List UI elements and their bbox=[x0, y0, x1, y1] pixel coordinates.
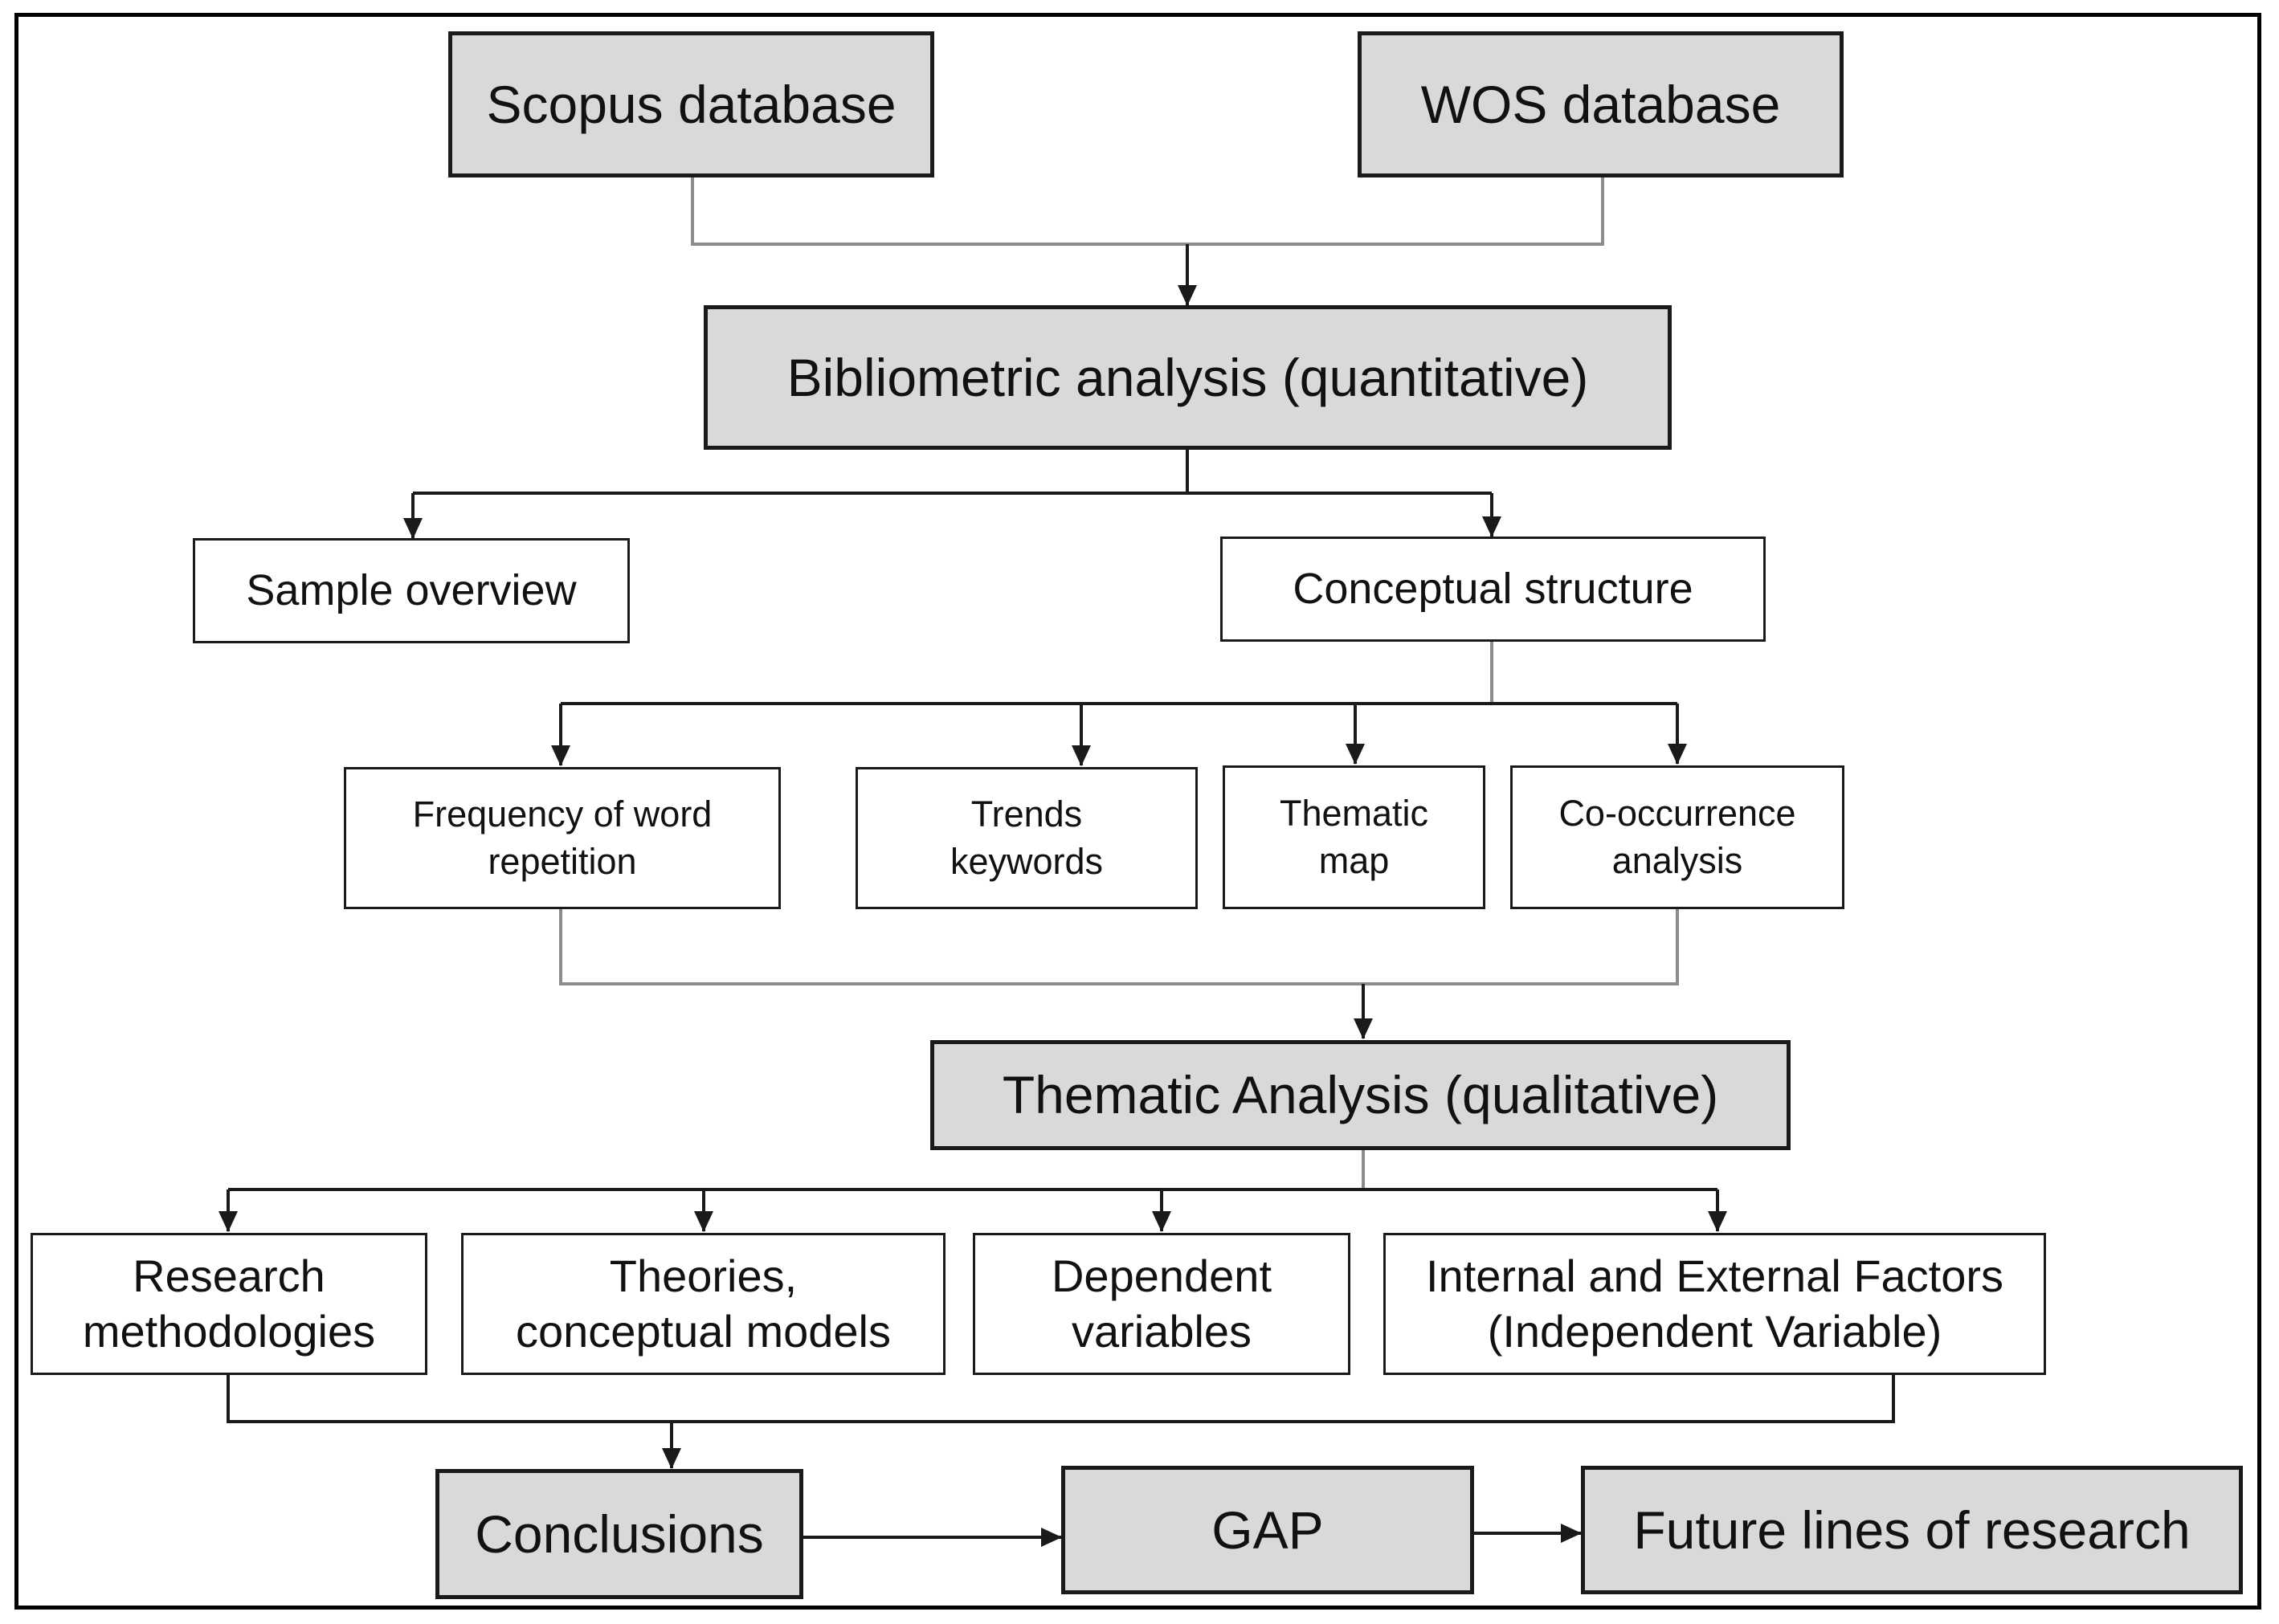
connector-analyses-merge bbox=[559, 908, 1679, 985]
dependent-variables-box: Dependent variables bbox=[973, 1233, 1350, 1375]
future-lines-of-research-box: Future lines of research bbox=[1581, 1466, 2243, 1594]
connector-categories-merge bbox=[227, 1374, 1895, 1423]
scopus-database-box: Scopus database bbox=[448, 31, 934, 177]
wos-database-box: WOS database bbox=[1358, 31, 1844, 177]
trends-keywords-box: Trends keywords bbox=[856, 767, 1198, 909]
bibliometric-analysis-box: Bibliometric analysis (quantitative) bbox=[704, 305, 1672, 450]
sample-overview-box: Sample overview bbox=[193, 538, 630, 643]
thematic-map-box: Thematic map bbox=[1223, 765, 1485, 909]
gap-box: GAP bbox=[1061, 1466, 1474, 1594]
frequency-of-word-repetition-box: Frequency of word repetition bbox=[344, 767, 781, 909]
conclusions-box: Conclusions bbox=[435, 1469, 803, 1599]
conceptual-structure-box: Conceptual structure bbox=[1220, 537, 1766, 642]
thematic-analysis-box: Thematic Analysis (qualitative) bbox=[930, 1040, 1791, 1150]
outer-frame bbox=[14, 13, 2261, 1610]
internal-external-factors-box: Internal and External Factors (Independe… bbox=[1383, 1233, 2046, 1375]
connector-scopus-wos bbox=[691, 176, 1604, 246]
co-occurrence-analysis-box: Co-occurrence analysis bbox=[1510, 765, 1844, 909]
theories-conceptual-models-box: Theories, conceptual models bbox=[461, 1233, 945, 1375]
research-methodologies-box: Research methodologies bbox=[31, 1233, 427, 1375]
